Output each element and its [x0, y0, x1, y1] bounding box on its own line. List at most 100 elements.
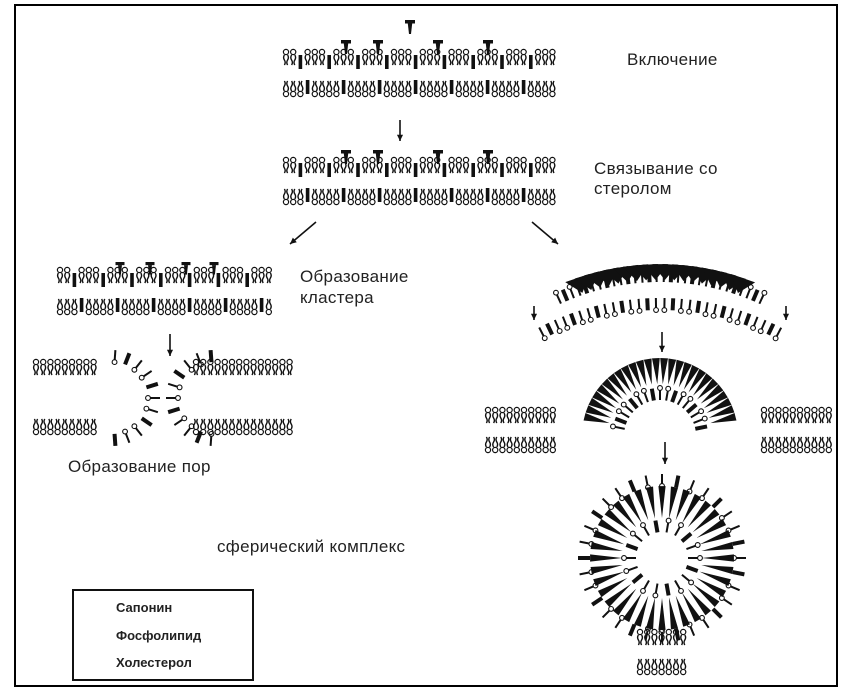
- phospholipid: [812, 407, 817, 423]
- phospholipid: [237, 359, 242, 375]
- phospholipid: [521, 49, 526, 65]
- phospholipid: [449, 157, 454, 173]
- phospholipid: [528, 81, 533, 97]
- phospholipid: [776, 407, 781, 423]
- phospholipid: [535, 81, 540, 97]
- phospholipid: [319, 81, 324, 97]
- cholesterol: [299, 163, 303, 177]
- phospholipid: [535, 189, 540, 205]
- phospholipid: [69, 419, 74, 435]
- cholesterol: [217, 273, 221, 287]
- phospholipid: [57, 299, 62, 315]
- phospholipid: [427, 81, 432, 97]
- phospholipid: [673, 659, 678, 675]
- arrow-down-right-1: [659, 332, 665, 352]
- phospholipid: [492, 189, 497, 205]
- pore-structure: [33, 350, 292, 446]
- phospholipid: [348, 49, 353, 65]
- phospholipid: [355, 81, 360, 97]
- cholesterol: [522, 80, 526, 94]
- phospholipid: [435, 189, 440, 205]
- phospholipid: [550, 189, 555, 205]
- cholesterol: [486, 188, 490, 202]
- phospholipid: [77, 359, 82, 375]
- phospholipid: [529, 437, 534, 453]
- cholesterol: [342, 80, 346, 94]
- phospholipid: [144, 267, 149, 283]
- phospholipid: [201, 267, 206, 283]
- phospholipid: [391, 49, 396, 65]
- phospholipid: [265, 419, 270, 435]
- phospholipid: [273, 419, 278, 435]
- phospholipid: [456, 189, 461, 205]
- label-cluster-line2: кластера: [300, 287, 374, 308]
- phospholipid: [391, 189, 396, 205]
- bilayer-cluster: [57, 267, 271, 314]
- phospholipid: [65, 267, 70, 283]
- phospholipid: [499, 81, 504, 97]
- phospholipid: [499, 189, 504, 205]
- phospholipid: [536, 437, 541, 453]
- phospholipid: [492, 49, 497, 65]
- phospholipid: [287, 359, 292, 375]
- cholesterol: [306, 188, 310, 202]
- phospholipid: [312, 49, 317, 65]
- phospholipid: [399, 157, 404, 173]
- cholesterol: [224, 298, 228, 312]
- phospholipid: [122, 267, 127, 283]
- phospholipid: [769, 407, 774, 423]
- phospholipid: [681, 629, 686, 645]
- phospholipid: [790, 437, 795, 453]
- phospholipid: [543, 81, 548, 97]
- phospholipid: [406, 189, 411, 205]
- phospholipid: [165, 267, 170, 283]
- cholesterol: [471, 163, 475, 177]
- phospholipid: [41, 419, 46, 435]
- phospholipid: [194, 299, 199, 315]
- phospholipid: [84, 359, 89, 375]
- phospholipid: [215, 359, 220, 375]
- curving-lower-leaflet: [539, 298, 781, 341]
- phospholipid: [41, 359, 46, 375]
- phospholipid: [442, 81, 447, 97]
- phospholipid: [543, 157, 548, 173]
- small-arrow-right: [783, 306, 789, 320]
- cholesterol: [414, 55, 418, 69]
- cholesterol: [152, 298, 156, 312]
- cholesterol: [378, 188, 382, 202]
- phospholipid: [237, 299, 242, 315]
- phospholipid: [478, 189, 483, 205]
- cholesterol: [188, 298, 192, 312]
- phospholipid: [637, 659, 642, 675]
- phospholipid: [33, 419, 38, 435]
- phospholipid: [652, 629, 657, 645]
- phospholipid: [287, 419, 292, 435]
- cholesterol: [159, 273, 163, 287]
- phospholipid: [201, 299, 206, 315]
- phospholipid: [550, 81, 555, 97]
- phospholipid: [298, 189, 303, 205]
- cholesterol: [116, 298, 120, 312]
- phospholipid: [72, 299, 77, 315]
- phospholipid: [229, 359, 234, 375]
- cholesterol: [306, 80, 310, 94]
- cholesterol: [443, 163, 447, 177]
- phospholipid: [761, 407, 766, 423]
- phospholipid: [370, 157, 375, 173]
- phospholipid: [237, 267, 242, 283]
- phospholipid: [399, 189, 404, 205]
- phospholipid: [252, 299, 257, 315]
- phospholipid: [463, 49, 468, 65]
- phospholipid: [420, 157, 425, 173]
- phospholipid: [514, 189, 519, 205]
- spherical-complex: [578, 474, 746, 675]
- phospholipid: [291, 49, 296, 65]
- phospholipid: [62, 359, 67, 375]
- legend-label-saponin: Сапонин: [116, 600, 172, 615]
- phospholipid: [363, 81, 368, 97]
- phospholipid: [659, 659, 664, 675]
- cholesterol: [73, 273, 77, 287]
- phospholipid: [384, 189, 389, 205]
- bilayers: [33, 49, 831, 674]
- phospholipid: [79, 267, 84, 283]
